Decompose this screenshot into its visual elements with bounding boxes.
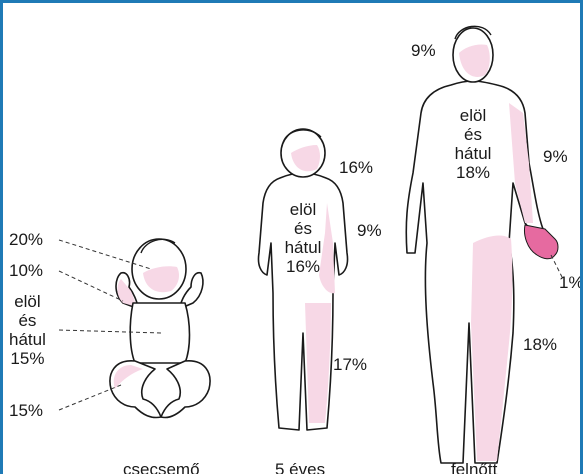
infant-right-leg xyxy=(161,361,210,418)
infant-leg-percent: 15% xyxy=(9,401,43,420)
adult-head-percent: 9% xyxy=(411,41,436,60)
adult-hand-region xyxy=(525,225,559,259)
infant-arm-percent: 10% xyxy=(9,261,43,280)
infant-arm-leader xyxy=(59,271,123,301)
child-leg-percent: 17% xyxy=(333,355,367,374)
adult-hand-percent: 1% xyxy=(559,273,583,292)
child-caption: 5 éves xyxy=(275,460,325,474)
infant-head-percent: 20% xyxy=(9,230,43,249)
adult-leg-percent: 18% xyxy=(523,335,557,354)
infant-trunk-percent: elöl és hátul 15% xyxy=(9,292,46,368)
child-figure xyxy=(258,129,347,430)
adult-trunk-percent: elöl és hátul 18% xyxy=(445,106,501,182)
child-head-percent: 16% xyxy=(339,158,373,177)
adult-caption: felnőtt xyxy=(451,460,497,474)
infant-leg-leader xyxy=(59,385,121,410)
adult-arm-percent: 9% xyxy=(543,147,568,166)
infant-caption: csecsemő xyxy=(123,460,200,474)
adult-leg-region xyxy=(471,236,512,461)
child-trunk-percent: elöl és hátul 16% xyxy=(277,200,329,276)
infant-figure xyxy=(59,239,210,418)
child-arm-percent: 9% xyxy=(357,221,382,240)
adult-figure xyxy=(406,26,563,463)
